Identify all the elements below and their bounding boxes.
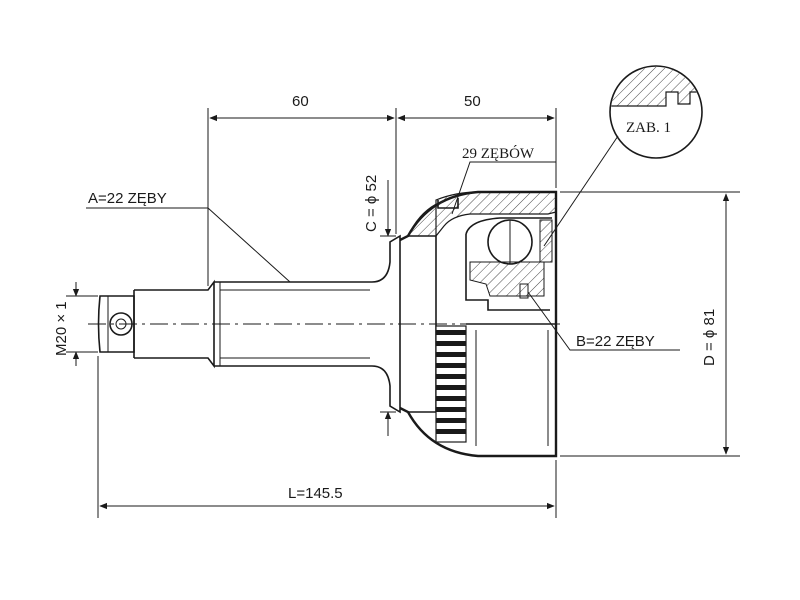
dim-60-label: 60 bbox=[292, 93, 309, 110]
diameter-d-label: D = ϕ 81 bbox=[701, 309, 718, 366]
dimension-lines bbox=[66, 108, 740, 518]
length-label: L=145.5 bbox=[288, 485, 343, 502]
splined-shaft bbox=[214, 234, 401, 414]
dim-50-label: 50 bbox=[464, 93, 481, 110]
spline-a-label: A=22 ZĘBY bbox=[88, 190, 167, 207]
threaded-stub bbox=[97, 279, 215, 369]
outer-housing bbox=[399, 190, 558, 458]
detail-label: ZAB. 1 bbox=[626, 120, 671, 136]
spline-b-label: B=22 ZĘBY bbox=[576, 333, 655, 350]
detail-zab-1 bbox=[609, 65, 703, 159]
thread-label: M20 × 1 bbox=[53, 301, 70, 356]
teeth-29-label: 29 ZĘBÓW bbox=[462, 145, 535, 162]
abs-tone-ring bbox=[435, 325, 467, 443]
diameter-c-label: C = ϕ 52 bbox=[363, 175, 380, 232]
